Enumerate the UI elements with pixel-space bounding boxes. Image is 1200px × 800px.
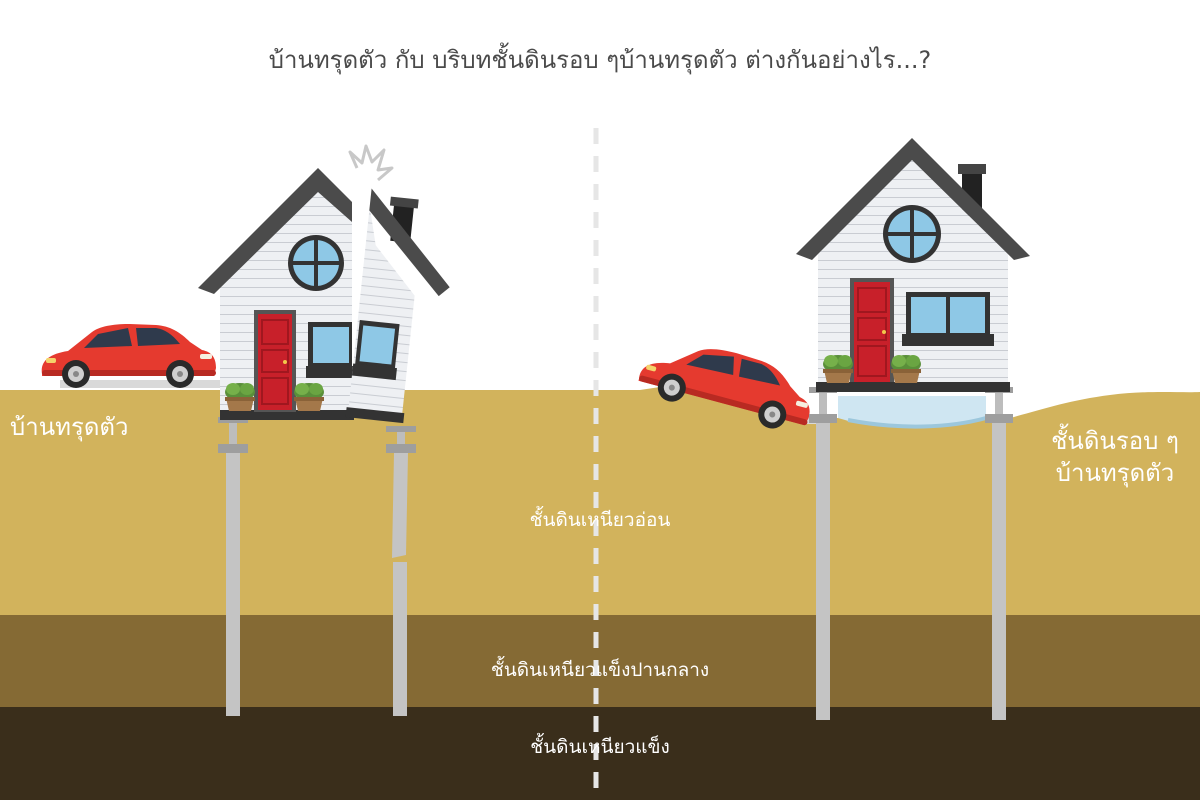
crack-icon (350, 146, 392, 180)
plant-pot-icon (225, 383, 255, 411)
plant-pot-icon (891, 355, 921, 383)
soft-clay-layer (0, 384, 1200, 615)
soft-clay-label: ชั้นดินเหนียวอ่อน (0, 505, 1200, 535)
plant-pot-icon (294, 383, 324, 411)
page-title: บ้านทรุดตัว กับ บริบทชั้นดินรอบ ๆบ้านทรุ… (0, 40, 1200, 79)
right-side-label-line2: บ้านทรุดตัว (1030, 457, 1200, 489)
broken-house-icon (198, 146, 459, 426)
hard-clay-label: ชั้นดินเหนียวแข็ง (0, 732, 1200, 762)
right-side-label: ชั้นดินรอบ ๆ บ้านทรุดตัว (1030, 425, 1200, 489)
left-car-icon (42, 324, 216, 388)
house-icon (796, 138, 1030, 392)
plant-pot-icon (823, 355, 853, 383)
medium-clay-label: ชั้นดินเหนียวแข็งปานกลาง (0, 655, 1200, 685)
left-side-label: บ้านทรุดตัว (10, 407, 128, 446)
right-side-label-line1: ชั้นดินรอบ ๆ (1030, 425, 1200, 457)
